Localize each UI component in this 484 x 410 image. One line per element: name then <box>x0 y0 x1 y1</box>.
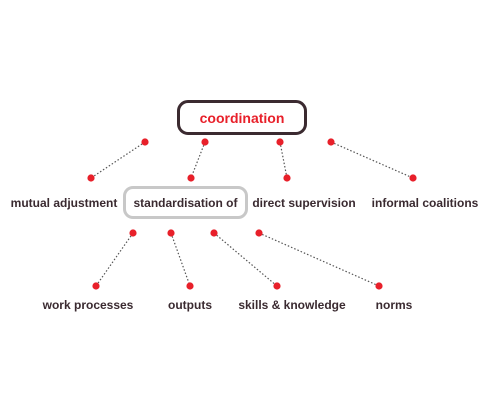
mechanism-standardisation: standardisation of <box>133 195 238 210</box>
connector-informal-coalitions-start-dot <box>327 138 335 146</box>
mechanism-mutual-adjustment: mutual adjustment <box>10 196 118 210</box>
connector-informal-coalitions-end-dot <box>409 174 417 182</box>
connector-standardisation-start-dot <box>201 138 209 146</box>
connector-direct-supervision-line <box>279 141 288 179</box>
connector-outputs-start-dot <box>167 229 175 237</box>
connector-norms-line <box>258 232 380 287</box>
connector-direct-supervision-start-dot <box>276 138 284 146</box>
connector-work-processes-start-dot <box>129 229 137 237</box>
connector-mutual-adjustment-start-dot <box>141 138 149 146</box>
connector-norms-start-dot <box>255 229 263 237</box>
connector-standardisation-line <box>190 141 206 179</box>
connector-outputs-end-dot <box>186 282 194 290</box>
connector-standardisation-end-dot <box>187 174 195 182</box>
mechanism-informal-coalitions: informal coalitions <box>371 196 479 210</box>
connector-skills-knowledge-end-dot <box>273 282 281 290</box>
connector-work-processes-end-dot <box>92 282 100 290</box>
root-node-label: coordination <box>199 109 285 126</box>
standardisation-work-processes: work processes <box>42 298 134 312</box>
standardisation-outputs: outputs <box>168 298 212 312</box>
mechanism-direct-supervision: direct supervision <box>252 196 356 210</box>
connector-informal-coalitions-line <box>330 141 414 179</box>
connector-outputs-line <box>170 232 191 287</box>
connector-mutual-adjustment-end-dot <box>87 174 95 182</box>
connector-mutual-adjustment-line <box>90 141 146 179</box>
root-node-box: coordination <box>177 100 307 135</box>
standardisation-norms: norms <box>375 298 413 312</box>
standardisation-skills-knowledge: skills & knowledge <box>238 298 346 312</box>
connector-skills-knowledge-line <box>213 232 278 287</box>
connector-work-processes-line <box>95 232 134 287</box>
connector-norms-end-dot <box>375 282 383 290</box>
standardisation-node-box: standardisation of <box>123 186 248 219</box>
connector-direct-supervision-end-dot <box>283 174 291 182</box>
connector-skills-knowledge-start-dot <box>210 229 218 237</box>
